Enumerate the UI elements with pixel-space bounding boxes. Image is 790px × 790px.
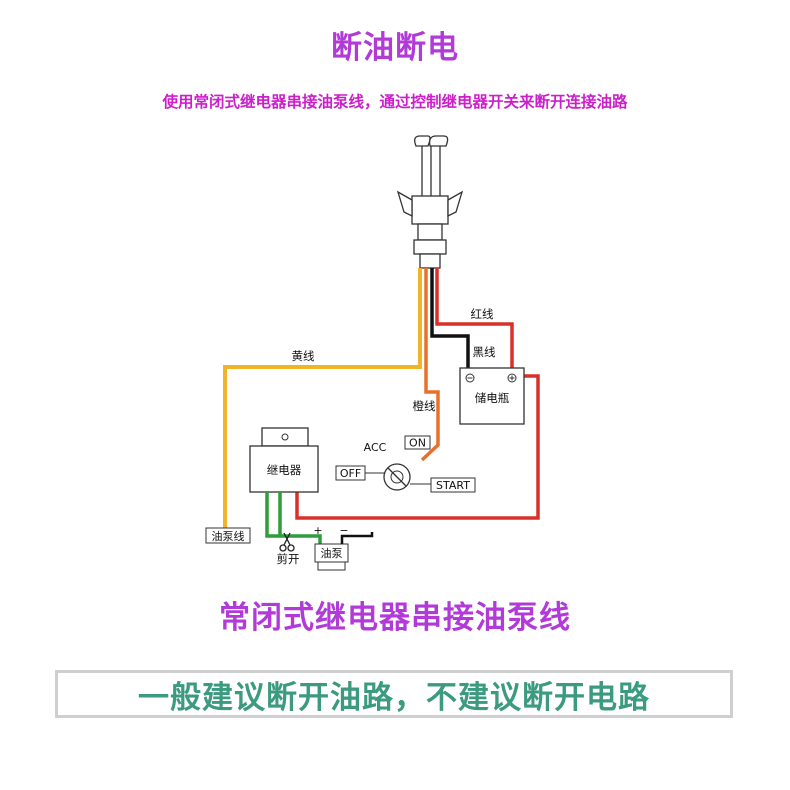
- wire-red-top: [435, 268, 514, 368]
- relay: [249, 427, 319, 493]
- ignition-switch: [335, 435, 476, 493]
- off-label: OFF: [340, 467, 361, 480]
- pump-minus-label: −: [339, 524, 348, 537]
- pump-plus-label: +: [313, 524, 322, 537]
- wire-orange: [420, 268, 440, 462]
- wire-red-label: 红线: [471, 307, 494, 321]
- connector-plug: [396, 135, 464, 269]
- wire-yellow: [223, 268, 422, 535]
- battery-label: 储电瓶: [475, 391, 510, 405]
- fuel-pump: [314, 532, 374, 571]
- cut-label: 剪开: [277, 552, 300, 566]
- pump-wire-box: [205, 527, 251, 544]
- page-title: 断油断电: [331, 30, 459, 66]
- battery: [459, 367, 525, 425]
- acc-label: ACC: [364, 441, 387, 454]
- wire-yellow-label: 黄线: [292, 349, 315, 363]
- page-subtitle: 使用常闭式继电器串接油泵线，通过控制继电器开关来断开连接油路: [162, 93, 628, 111]
- start-label: START: [436, 479, 470, 492]
- scissors-icon: [279, 532, 295, 552]
- note-text: 一般建议断开油路，不建议断开电路: [138, 679, 650, 716]
- wire-green-left: [265, 492, 300, 538]
- on-label: ON: [409, 437, 426, 450]
- relay-label: 继电器: [267, 463, 302, 477]
- wire-black-label: 黑线: [473, 345, 496, 359]
- pump-wire-label: 油泵线: [212, 529, 245, 543]
- wire-red-main: [295, 374, 540, 520]
- note-box: 一般建议断开油路，不建议断开电路: [55, 670, 733, 718]
- pump-label: 油泵: [321, 546, 343, 560]
- wire-black: [430, 268, 470, 368]
- diagram-caption: 常闭式继电器串接油泵线: [219, 600, 571, 636]
- wire-green-right: [300, 534, 322, 544]
- wire-orange-label: 橙线: [413, 399, 436, 413]
